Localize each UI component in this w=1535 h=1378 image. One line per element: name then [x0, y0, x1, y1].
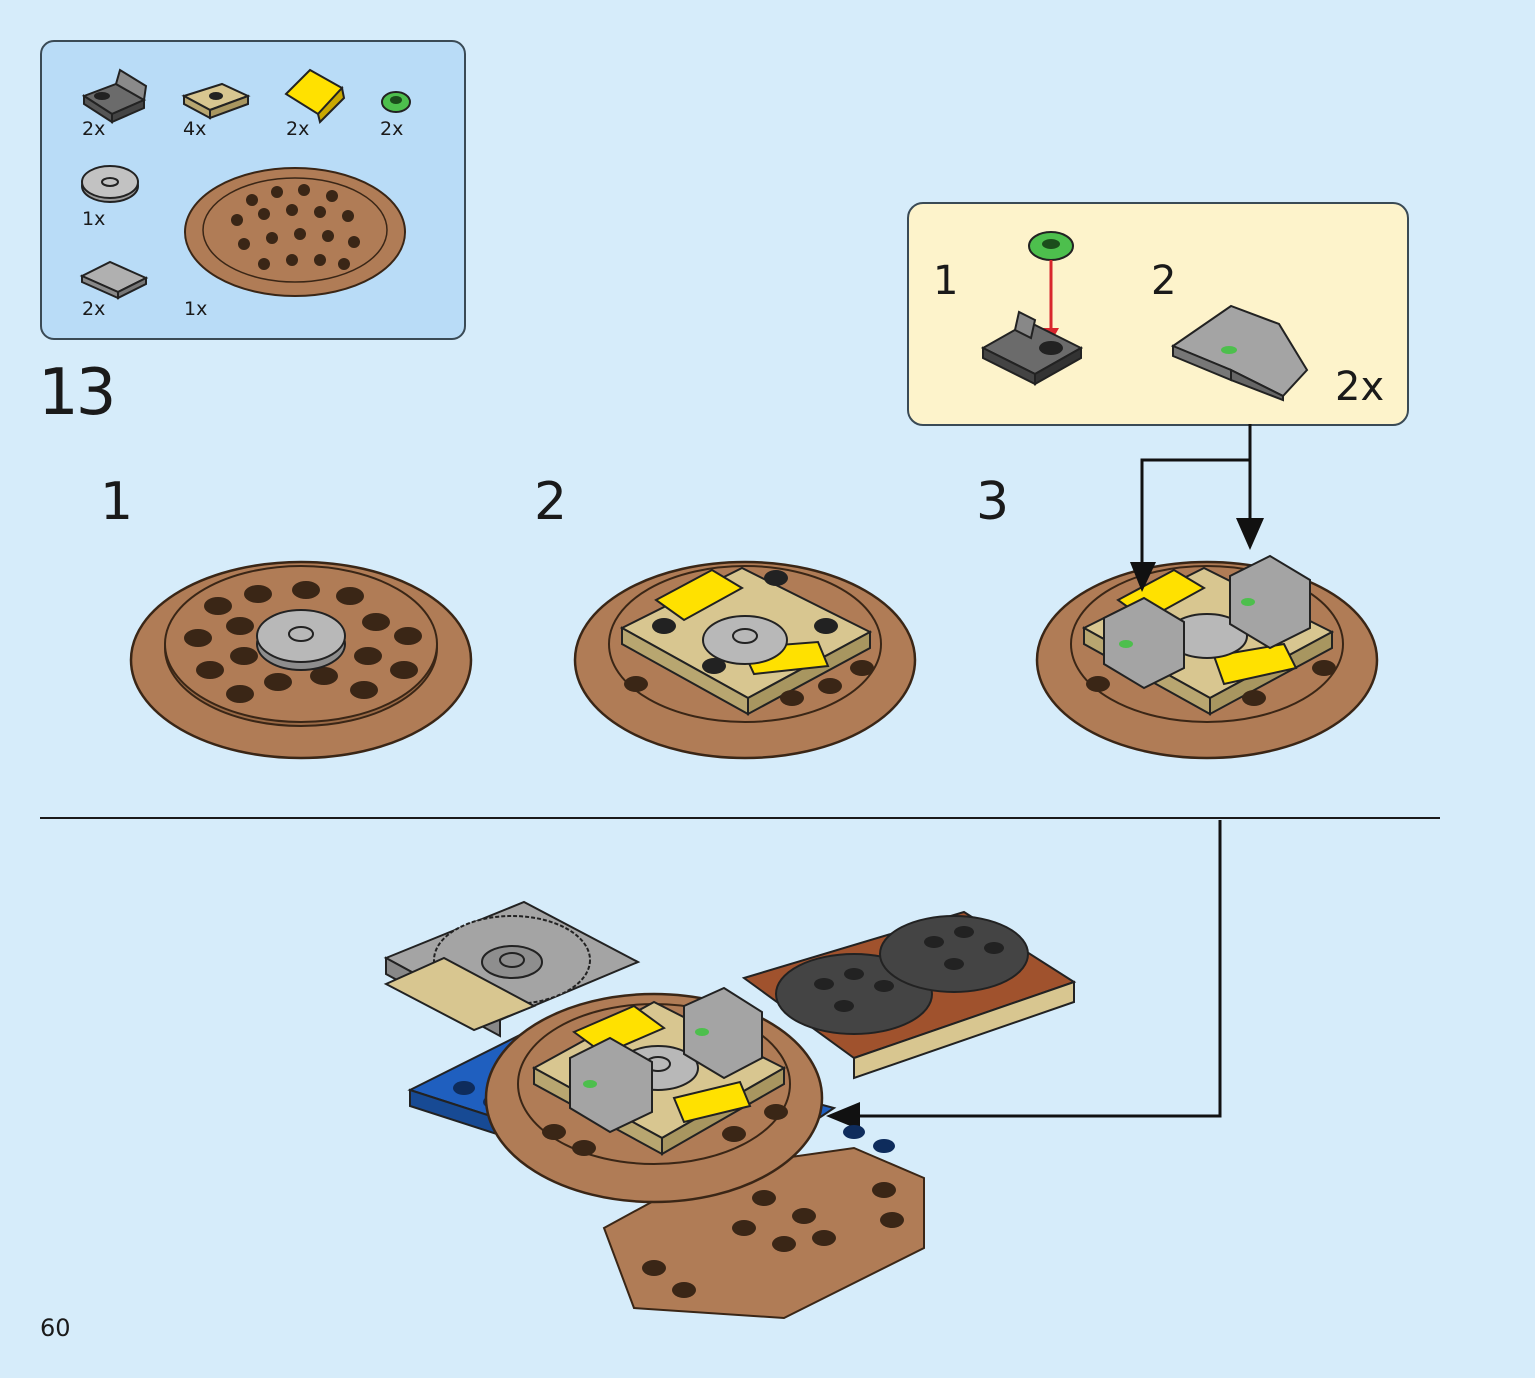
qty-label: 4x: [183, 118, 207, 140]
qty-label: 2x: [82, 298, 106, 320]
step-number: 13: [38, 356, 116, 430]
page-number: 60: [40, 1314, 71, 1342]
gray-bracket-plate-icon: [81, 68, 148, 124]
substep-2-gear-illustration: [573, 560, 917, 760]
callout-step-label: 1: [933, 258, 959, 304]
callout-multiplier: 2x: [1335, 364, 1385, 410]
qty-label: 2x: [82, 118, 106, 140]
gray-slope-icon: [79, 260, 149, 300]
callout-step-1-illustration: [980, 231, 1084, 386]
sub-assembly-callout: 1 2 2x: [907, 202, 1409, 426]
qty-label: 2x: [380, 118, 404, 140]
callout-to-step-3-arrows: [1130, 424, 1264, 592]
qty-label: 2x: [286, 118, 310, 140]
brown-gear-plate-icon: [184, 167, 406, 297]
green-round-plate-icon: [381, 91, 411, 113]
substep-label: 1: [100, 472, 134, 532]
substep-label: 3: [976, 472, 1010, 532]
callout-step-2-illustration: [1170, 304, 1309, 402]
gray-round-tile-icon: [81, 165, 139, 203]
substep-3-gear-illustration: [1035, 554, 1379, 760]
yellow-slope-tile-icon: [284, 68, 346, 124]
main-model-illustration: [383, 900, 1077, 1320]
qty-label: 1x: [82, 208, 106, 230]
substep-1-gear-illustration: [129, 560, 473, 760]
qty-label: 1x: [184, 298, 208, 320]
tan-jumper-plate-icon: [181, 82, 251, 120]
callout-step-label: 2: [1151, 258, 1177, 304]
section-divider: [40, 817, 1440, 819]
substep-label: 2: [534, 472, 568, 532]
attach-to-model-arrow: [826, 820, 1222, 1130]
parts-list-panel: 2x 4x 2x 2x 1x 1x: [40, 40, 466, 340]
